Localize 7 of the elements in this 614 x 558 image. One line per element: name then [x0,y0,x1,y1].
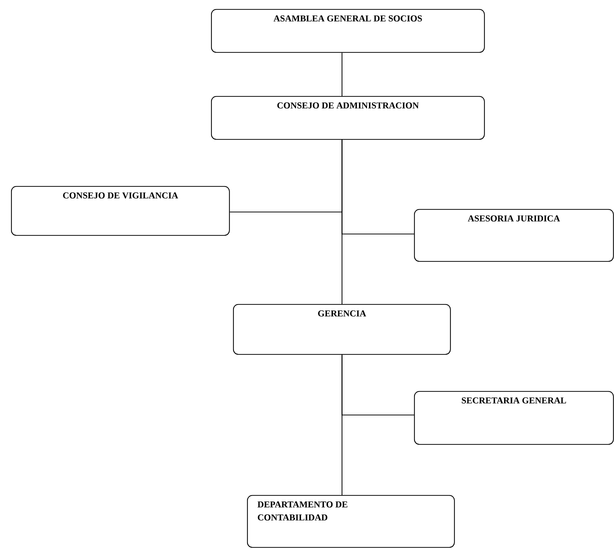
org-box: CONSEJO DE VIGILANCIA [11,186,230,236]
org-box: ASAMBLEA GENERAL DE SOCIOS [211,9,485,53]
org-box: DEPARTAMENTO DE CONTABILIDAD [247,495,455,548]
org-box: SECRETARIA GENERAL [414,391,614,445]
org-box: ASESORIA JURIDICA [414,209,614,262]
org-box: CONSEJO DE ADMINISTRACION [211,96,485,140]
org-box: GERENCIA [233,304,451,355]
